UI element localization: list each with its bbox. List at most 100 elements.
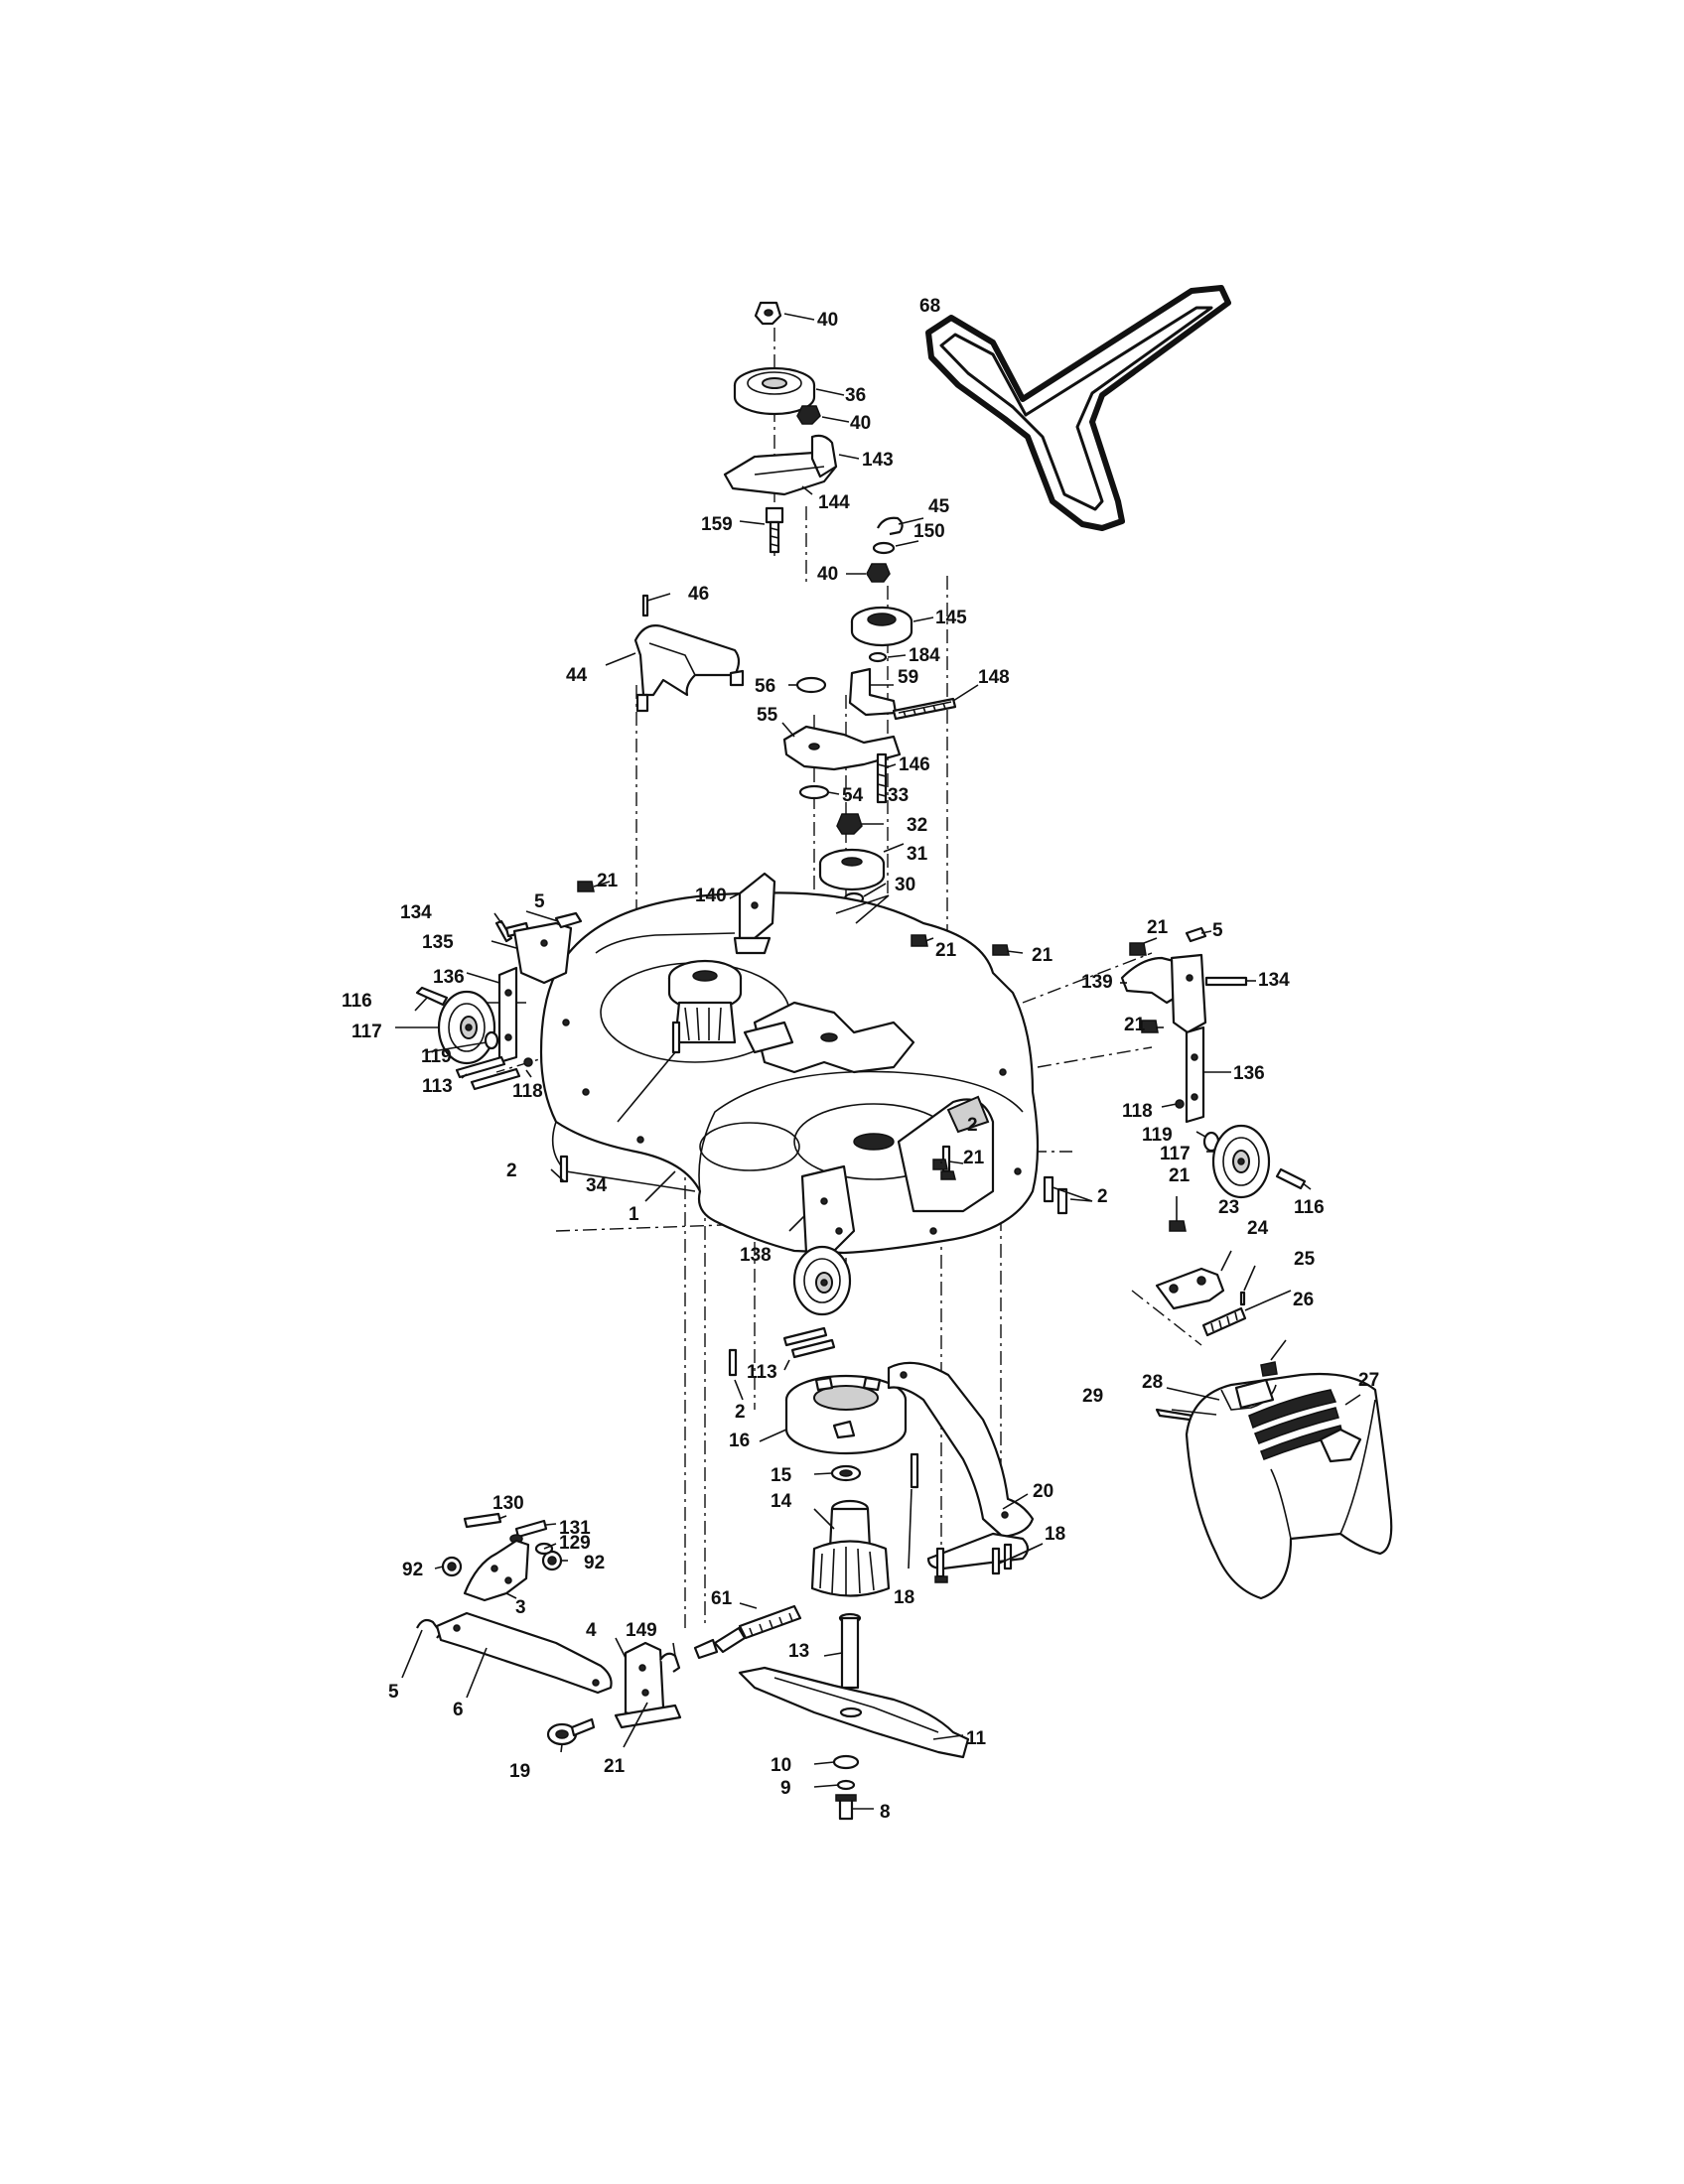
callout-150: 150	[913, 521, 945, 542]
callout-24: 24	[1247, 1218, 1269, 1239]
link-6	[435, 1611, 613, 1695]
callout-59: 59	[898, 667, 918, 688]
bolt-18-b	[935, 1547, 945, 1578]
callout-11: 11	[966, 1728, 987, 1749]
callout-28: 28	[1142, 1372, 1163, 1393]
washer-56	[795, 676, 827, 694]
callout-136: 136	[433, 967, 465, 988]
callout-61: 61	[711, 1588, 733, 1609]
callout-138: 138	[740, 1245, 772, 1266]
callout-2: 2	[967, 1115, 978, 1136]
bolt-130	[463, 1512, 502, 1529]
callout-6: 6	[453, 1700, 464, 1720]
callout-119: 119	[1142, 1125, 1173, 1146]
idler-bracket-stack	[723, 301, 838, 554]
left-gauge-wheel-assembly	[415, 881, 595, 1091]
nut-40-top	[754, 301, 782, 326]
callout-40: 40	[817, 564, 838, 585]
bracket-4	[624, 1641, 665, 1719]
callout-2: 2	[1097, 1186, 1108, 1207]
pulley-32	[818, 848, 886, 891]
callout-117: 117	[351, 1022, 382, 1042]
housing-16	[784, 1374, 908, 1455]
callout-135: 135	[422, 932, 454, 953]
callout-40: 40	[817, 310, 838, 331]
bolt-131	[514, 1519, 548, 1539]
callout-45: 45	[928, 496, 950, 517]
callout-134: 134	[1258, 970, 1290, 991]
callout-5: 5	[534, 891, 545, 912]
bolt-116-right	[1275, 1167, 1307, 1190]
callout-21: 21	[935, 940, 957, 961]
callout-21: 21	[597, 871, 619, 891]
callout-46: 46	[688, 584, 709, 605]
spring-61	[693, 1604, 802, 1660]
nut-21-right-top	[1129, 942, 1147, 956]
callout-21: 21	[1147, 917, 1169, 938]
callout-29: 29	[1082, 1386, 1103, 1407]
callout-144: 144	[818, 492, 850, 513]
washer-150	[872, 541, 896, 555]
bolt-134-right	[1204, 976, 1248, 987]
callout-13: 13	[788, 1641, 809, 1662]
callout-92: 92	[584, 1553, 605, 1573]
bolt-19	[546, 1717, 596, 1746]
spring-25	[1201, 1306, 1247, 1337]
callout-146: 146	[899, 754, 930, 775]
bracket-55-group	[782, 676, 902, 804]
callout-40: 40	[850, 413, 871, 434]
washer-9	[836, 1779, 856, 1791]
callout-148: 148	[978, 667, 1010, 688]
callout-92: 92	[402, 1560, 423, 1580]
nut-26	[1260, 1361, 1278, 1377]
callout-30: 30	[895, 875, 915, 895]
callout-184: 184	[909, 645, 940, 666]
nut-21-chute	[1169, 1220, 1187, 1232]
idler-arm-stack	[848, 516, 957, 721]
callout-2: 2	[735, 1402, 746, 1423]
callout-18: 18	[894, 1587, 914, 1608]
callout-113: 113	[747, 1362, 777, 1383]
callout-116: 116	[1294, 1197, 1325, 1218]
nut-21-right-mid	[1141, 1020, 1159, 1033]
callout-21: 21	[1169, 1165, 1191, 1186]
callout-4: 4	[586, 1620, 597, 1641]
nut-40-mid	[796, 405, 821, 425]
bolt-113-left-b	[470, 1067, 521, 1091]
callout-1: 1	[629, 1204, 639, 1225]
nut-21-mid	[911, 934, 928, 947]
wheel-front	[792, 1245, 852, 1316]
bracket-135	[512, 921, 573, 985]
callout-56: 56	[755, 676, 775, 697]
callout-118: 118	[1122, 1101, 1153, 1122]
callout-14: 14	[771, 1491, 792, 1512]
callout-5: 5	[1212, 920, 1223, 941]
callout-19: 19	[509, 1761, 530, 1782]
callout-21: 21	[963, 1148, 985, 1168]
bolt-2-right-a	[1043, 1175, 1054, 1203]
callout-21: 21	[604, 1756, 626, 1777]
callout-44: 44	[566, 665, 588, 686]
bolt-113-left-a	[455, 1055, 506, 1079]
idler-pulley-36	[733, 366, 816, 416]
callout-20: 20	[1033, 1481, 1053, 1502]
spindle-14	[810, 1499, 891, 1597]
baffle-20	[887, 1361, 1035, 1583]
idler-arm-59	[848, 667, 898, 717]
callout-136: 136	[1233, 1063, 1265, 1084]
callout-21: 21	[1124, 1015, 1146, 1035]
leader-lines	[395, 313, 1361, 1810]
bolt-2-left	[559, 1155, 569, 1183]
callout-130: 130	[492, 1493, 524, 1514]
washer-184	[868, 651, 888, 663]
spindle-assembly	[784, 1374, 908, 1709]
bolt-113-front-a	[782, 1326, 828, 1347]
callout-32: 32	[907, 815, 927, 836]
callout-16: 16	[729, 1431, 750, 1451]
callout-5: 5	[388, 1682, 399, 1703]
callout-140: 140	[695, 886, 727, 906]
bolt-113-front-b	[790, 1338, 836, 1359]
callout-36: 36	[845, 385, 866, 406]
nut-118-left	[523, 1057, 533, 1067]
screw-46	[641, 594, 649, 617]
